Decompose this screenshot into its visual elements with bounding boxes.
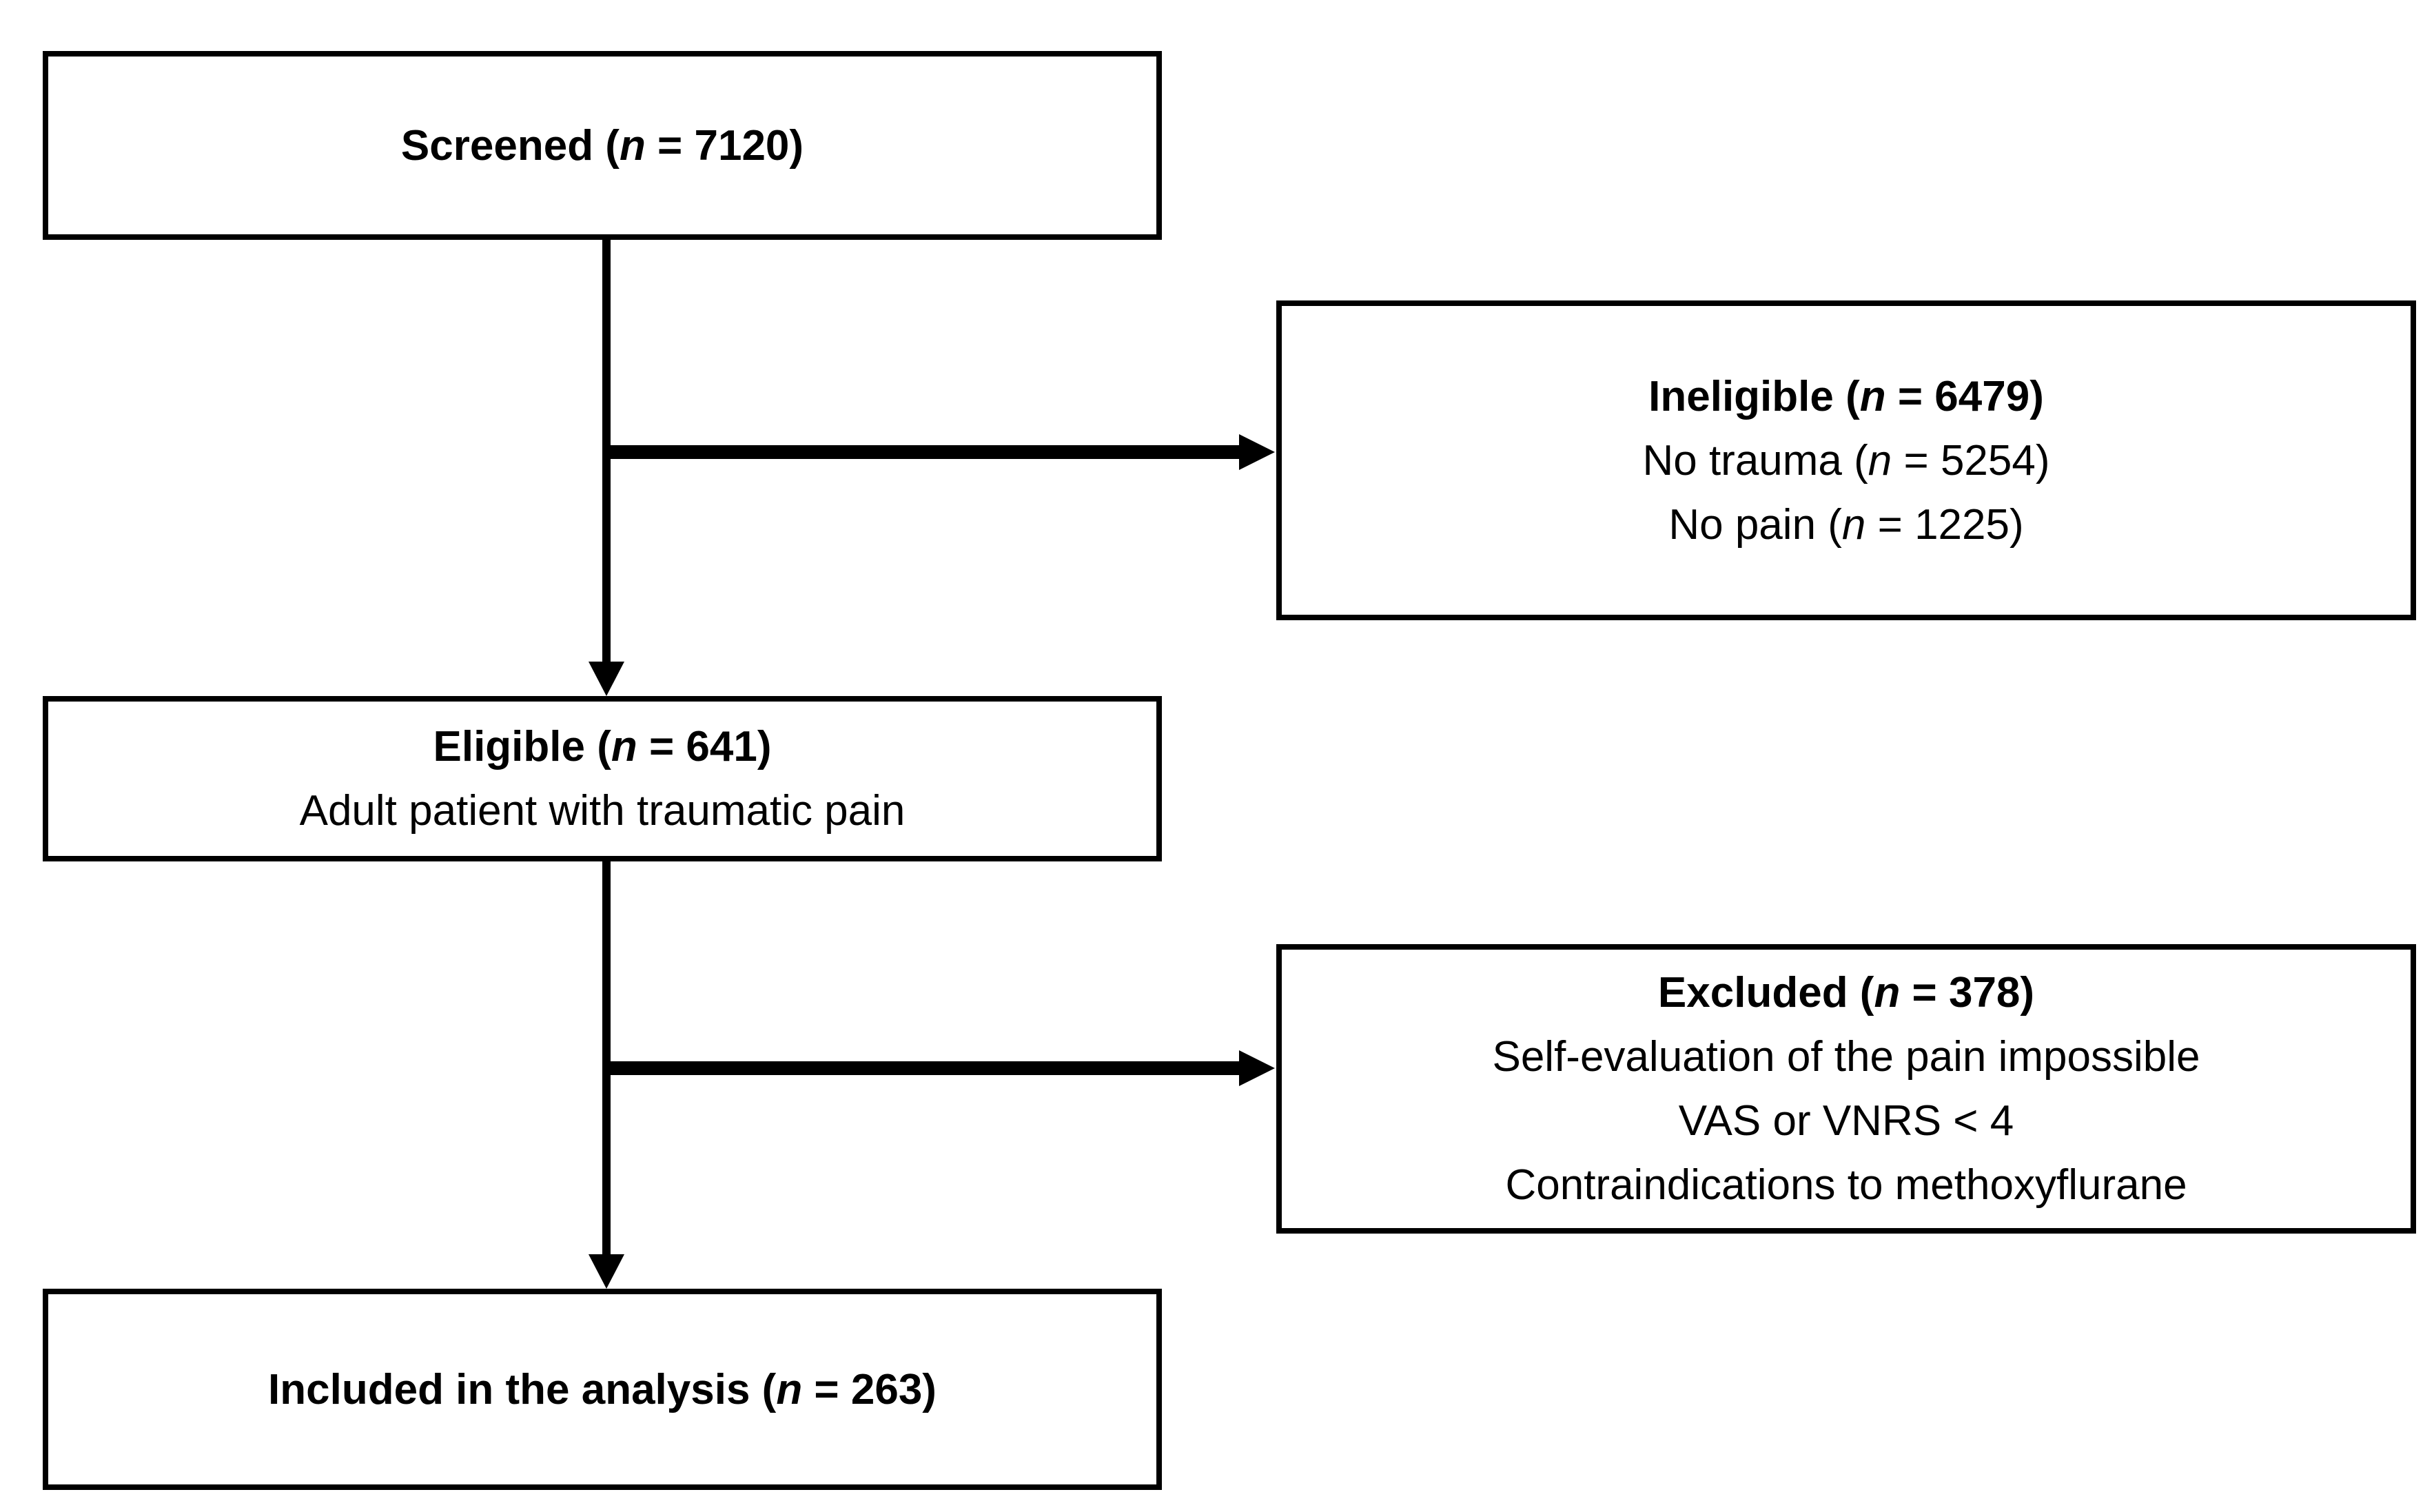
ineligible-box: Ineligible (n = 6479) No trauma (n = 525…: [1276, 300, 2416, 620]
branch-to-excluded: [606, 1061, 1240, 1075]
included-title-post: = 263): [802, 1365, 937, 1413]
eligible-title-n: n: [611, 723, 637, 770]
ineligible-reason-1-n: n: [1868, 436, 1892, 484]
ineligible-reason-2-pre: No pain (: [1668, 500, 1842, 549]
screened-title-n: n: [619, 121, 646, 170]
screened-title: Screened (n = 7120): [401, 114, 804, 178]
ineligible-reason-no-pain: No pain (n = 1225): [1668, 493, 2023, 557]
ineligible-reason-1-pre: No trauma (: [1642, 436, 1868, 484]
excluded-title-pre: Excluded (: [1657, 969, 1874, 1016]
ineligible-reason-2-post: = 1225): [1865, 500, 2024, 549]
screened-title-pre: Screened (: [400, 121, 620, 170]
ineligible-title-post: = 6479): [1885, 372, 2044, 420]
excluded-reason-vas-vnrs: VAS or VNRS < 4: [1678, 1097, 2014, 1145]
arrow-right-icon: [1239, 434, 1275, 470]
eligible-box: Eligible (n = 641) Adult patient with tr…: [43, 696, 1162, 861]
ineligible-reason-no-trauma: No trauma (n = 5254): [1642, 429, 2049, 493]
ineligible-title-pre: Ineligible (: [1648, 372, 1860, 420]
included-title-n: n: [776, 1365, 803, 1413]
arrow-down-icon: [589, 1254, 624, 1289]
screened-box: Screened (n = 7120): [43, 51, 1162, 240]
eligible-title-post: = 641): [637, 723, 772, 770]
ineligible-reason-2-n: n: [1841, 500, 1866, 549]
branch-to-ineligible: [606, 445, 1240, 459]
connector-eligible-to-included: [602, 861, 611, 1256]
excluded-title-post: = 378): [1900, 969, 2035, 1016]
excluded-title: Excluded (n = 378): [1658, 961, 2034, 1025]
excluded-title-n: n: [1874, 969, 1901, 1016]
eligible-subtitle: Adult patient with traumatic pain: [299, 787, 906, 835]
included-analysis-box: Included in the analysis (n = 263): [43, 1289, 1162, 1490]
ineligible-reason-1-post: = 5254): [1892, 436, 2050, 484]
ineligible-title-n: n: [1859, 372, 1886, 420]
arrow-down-icon: [589, 662, 624, 696]
eligible-title: Eligible (n = 641): [433, 715, 772, 779]
arrow-right-icon: [1239, 1050, 1275, 1086]
ineligible-title: Ineligible (n = 6479): [1648, 365, 2044, 429]
screened-title-post: = 7120): [645, 121, 804, 170]
excluded-box: Excluded (n = 378) Self-evaluation of th…: [1276, 944, 2416, 1234]
eligible-title-pre: Eligible (: [433, 723, 611, 770]
included-title: Included in the analysis (n = 263): [268, 1358, 937, 1422]
excluded-reason-contraindications: Contraindications to methoxyflurane: [1505, 1161, 2187, 1209]
excluded-reason-self-evaluation: Self-evaluation of the pain impossible: [1492, 1033, 2200, 1081]
included-title-pre: Included in the analysis (: [268, 1365, 777, 1413]
